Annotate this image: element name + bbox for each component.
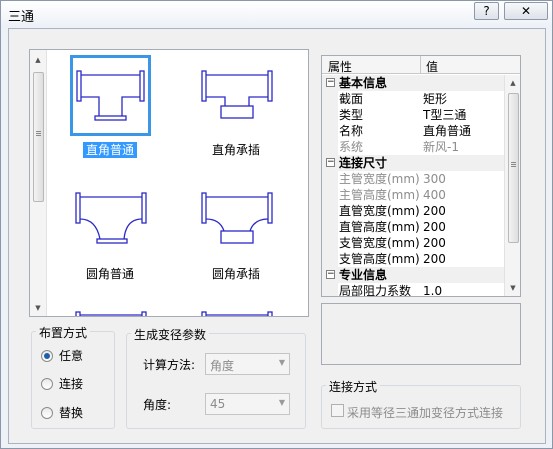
scroll-thumb[interactable] xyxy=(33,72,44,202)
equal-tee-checkbox-label: 采用等径三通加变径方式连接 xyxy=(347,406,504,420)
property-row[interactable]: 直管宽度(mm)200 xyxy=(339,204,446,218)
header-property: 属性 xyxy=(328,60,353,74)
fitting-gallery: ▲ ▼ 直角普通 xyxy=(29,49,309,317)
method-label: 计算方法: xyxy=(143,358,196,372)
thumbnail-tile-4[interactable]: 圆角承插 xyxy=(166,179,286,289)
help-button[interactable]: ? xyxy=(474,2,499,20)
thumbnail-label: 圆角普通 xyxy=(85,267,134,281)
thumbnail-tile-2[interactable]: 直角承插 xyxy=(166,55,286,165)
scroll-thumb[interactable] xyxy=(508,93,519,243)
property-row[interactable]: 支管高度(mm)200 xyxy=(339,252,446,266)
thumbnail-tile-1[interactable]: 直角普通 xyxy=(40,55,160,165)
connect-mode-title: 连接方式 xyxy=(326,378,381,395)
property-grid-scrollbar[interactable]: ▲ ▼ xyxy=(504,75,520,296)
collapse-icon[interactable]: − xyxy=(326,269,335,279)
property-row[interactable]: 名称直角普通 xyxy=(339,124,472,138)
property-grid-header: 属性 值 xyxy=(322,56,520,74)
property-row[interactable]: 支管宽度(mm)200 xyxy=(339,236,446,250)
layout-mode-group: 布置方式 任意 连接 替换 xyxy=(31,324,115,429)
tee-fitting-icon xyxy=(196,303,277,316)
angle-select[interactable]: 45 ▼ xyxy=(205,393,290,415)
category-basic-info[interactable]: − 基本信息 xyxy=(322,75,504,91)
layout-mode-title: 布置方式 xyxy=(36,324,91,341)
thumbnail-label: 直角普通 xyxy=(82,142,137,158)
tee-right-angle-socket-icon xyxy=(196,55,277,136)
thumbnail-tile-5[interactable] xyxy=(40,303,160,316)
connect-mode-group: 连接方式 采用等径三通加变径方式连接 xyxy=(321,378,521,429)
close-button[interactable]: ✕ xyxy=(504,2,548,20)
reducer-params-group: 生成变径参数 计算方法: 角度 ▼ 角度: 45 ▼ xyxy=(126,326,306,429)
reducer-params-title: 生成变径参数 xyxy=(131,326,210,343)
thumbnail-tile-3[interactable]: 圆角普通 xyxy=(40,179,160,289)
window-title: 三通 xyxy=(8,10,35,25)
property-row[interactable]: 直管高度(mm)200 xyxy=(339,220,446,234)
property-row[interactable]: 截面矩形 xyxy=(339,92,448,106)
header-value: 值 xyxy=(426,60,439,74)
category-professional-info[interactable]: − 专业信息 xyxy=(322,267,504,283)
collapse-icon[interactable]: − xyxy=(326,77,335,87)
chevron-down-icon: ▼ xyxy=(278,358,285,367)
tee-round-corner-plain-icon xyxy=(70,179,151,260)
scroll-up-icon[interactable]: ▲ xyxy=(510,79,516,87)
equal-tee-checkbox[interactable] xyxy=(331,404,344,417)
scroll-down-icon[interactable]: ▼ xyxy=(510,284,516,292)
property-description-box xyxy=(321,303,521,365)
scroll-down-icon[interactable]: ▼ xyxy=(35,304,41,312)
title-bar: 三通 ? ✕ xyxy=(1,1,552,27)
property-row: 主管宽度(mm)300 xyxy=(339,172,446,186)
chevron-down-icon: ▼ xyxy=(278,398,285,407)
tee-fitting-icon xyxy=(70,303,151,316)
radio-button-icon[interactable] xyxy=(41,378,53,390)
scroll-up-icon[interactable]: ▲ xyxy=(35,56,41,64)
collapse-icon[interactable]: − xyxy=(326,157,335,167)
method-select[interactable]: 角度 ▼ xyxy=(205,353,290,375)
gallery-scrollbar[interactable]: ▲ ▼ xyxy=(30,50,47,316)
tee-right-angle-plain-icon xyxy=(70,55,151,136)
category-connection-size[interactable]: − 连接尺寸 xyxy=(322,155,504,171)
tee-round-corner-socket-icon xyxy=(196,179,277,260)
radio-button-icon[interactable] xyxy=(41,407,53,419)
thumbnail-tile-6[interactable] xyxy=(166,303,286,316)
angle-label: 角度: xyxy=(143,398,172,412)
property-row: 主管高度(mm)400 xyxy=(339,188,446,202)
property-row: 系统新风-1 xyxy=(339,140,459,154)
thumbnail-label: 直角承插 xyxy=(211,143,260,157)
thumbnail-label: 圆角承插 xyxy=(211,267,260,281)
radio-button-icon[interactable] xyxy=(41,350,53,362)
